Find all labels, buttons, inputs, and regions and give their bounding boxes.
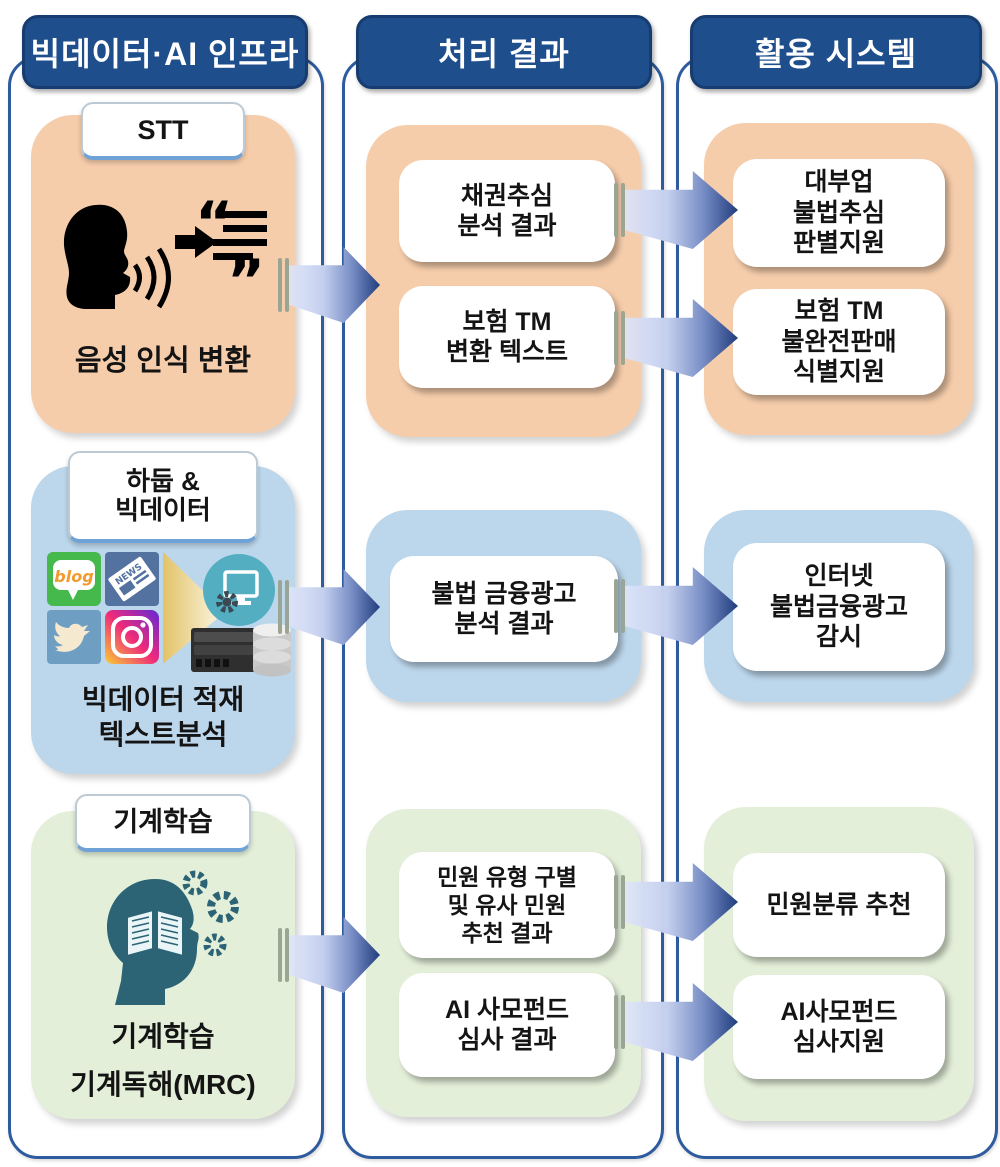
- result-box-insurance-tm: 보험 TM 변환 텍스트: [399, 286, 615, 388]
- section-results-stt: 채권추심 분석 결과 보험 TM 변환 텍스트: [366, 125, 641, 437]
- bigdata-pipeline-icon: blog NEWS: [39, 546, 291, 686]
- arrow-shape: [625, 567, 738, 645]
- arrow-shape: [289, 917, 380, 993]
- blog-tile: blog: [47, 552, 101, 606]
- system-box-internet-ads: 인터넷 불법금융광고 감시: [733, 543, 945, 671]
- arrow-shape: [625, 983, 738, 1061]
- section-systems-ml: 민원분류 추천 AI사모펀드 심사지원: [704, 807, 974, 1121]
- arrow-tail-bars: [614, 874, 618, 930]
- arrow-tail-bars: [614, 182, 618, 238]
- tab-stt-label: STT: [137, 114, 189, 145]
- arrow-shape: [625, 299, 738, 377]
- section-systems-bigdata: 인터넷 불법금융광고 감시: [704, 510, 974, 702]
- ml-caption-2: 기계독해(MRC): [70, 1069, 256, 1100]
- tab-stt: STT: [81, 102, 245, 160]
- arrow-tail-bars: [278, 580, 282, 634]
- svg-text:”: ”: [227, 247, 265, 315]
- section-systems-stt: 대부업 불법추심 판별지원 보험 TM 불완전판매 식별지원: [704, 123, 974, 435]
- ml-caption-1: 기계학습: [111, 1021, 215, 1052]
- news-tile: NEWS: [105, 552, 159, 606]
- system-box-complaint-classify: 민원분류 추천: [733, 853, 945, 957]
- arrow-tail-bars: [614, 578, 618, 634]
- tab-hadoop-bigdata-label: 하둡 & 빅데이터: [115, 465, 211, 525]
- result-box-debt-collection: 채권추심 분석 결과: [399, 160, 615, 262]
- result-box-illegal-ads: 불법 금융광고 분석 결과: [390, 556, 618, 662]
- flow-arrow-results-to-systems-1a: [614, 171, 738, 249]
- result-box-complaint-type: 민원 유형 구별 및 유사 민원 추천 결과: [399, 852, 615, 958]
- column-header-infra: 빅데이터·AI 인프라: [22, 15, 308, 89]
- tab-machine-learning: 기계학습: [75, 794, 251, 852]
- arrow-tail-bars: [278, 258, 282, 312]
- beam-shape: [163, 552, 225, 664]
- arrow-shape: [625, 171, 738, 249]
- column-header-systems-label: 활용 시스템: [754, 36, 918, 72]
- arrow-shape: [625, 863, 738, 941]
- section-infra-bigdata: 하둡 & 빅데이터: [31, 451, 295, 774]
- arrow-shape: [289, 247, 380, 323]
- flow-arrow-results-to-systems-2: [614, 567, 738, 645]
- instagram-tile: [105, 610, 159, 664]
- arrow-tail-bars: [614, 994, 618, 1050]
- section-results-bigdata: 불법 금융광고 분석 결과: [366, 510, 641, 702]
- flow-arrow-results-to-systems-3b: [614, 983, 738, 1061]
- result-box-ai-fund: AI 사모펀드 심사 결과: [399, 973, 615, 1077]
- column-header-infra-label: 빅데이터·AI 인프라: [30, 36, 300, 72]
- machine-learning-icon: [83, 857, 247, 1015]
- system-box-insurance-missale: 보험 TM 불완전판매 식별지원: [733, 289, 945, 395]
- system-box-ai-fund-review: AI사모펀드 심사지원: [733, 975, 945, 1079]
- panel-infra: STT “ ” 음성 인식 변환 하둡 &: [8, 56, 324, 1159]
- flow-arrow-infra-to-results-1: [278, 247, 380, 323]
- section-infra-ml: 기계학습: [31, 794, 295, 1119]
- flow-arrow-infra-to-results-3: [278, 917, 380, 993]
- server-icon: [191, 628, 257, 672]
- flow-arrow-infra-to-results-2: [278, 569, 380, 645]
- twitter-tile: [47, 610, 101, 664]
- processing-circle: [203, 554, 275, 626]
- bigdata-caption: 빅데이터 적재 텍스트분석: [81, 684, 245, 750]
- speech-to-text-icon: “ ”: [57, 189, 269, 335]
- panel-results: 채권추심 분석 결과 보험 TM 변환 텍스트 불법 금융광고 분석 결과 민원…: [342, 56, 664, 1159]
- arrow-tail-bars: [278, 928, 282, 982]
- system-box-loan-collection: 대부업 불법추심 판별지원: [733, 159, 945, 267]
- section-infra-stt: STT “ ” 음성 인식 변환: [31, 102, 295, 433]
- flow-arrow-results-to-systems-3a: [614, 863, 738, 941]
- column-header-results-label: 처리 결과: [438, 36, 570, 72]
- flow-arrow-results-to-systems-1b: [614, 299, 738, 377]
- database-icon: [253, 623, 291, 677]
- column-header-results: 처리 결과: [356, 15, 652, 89]
- arrow-tail-bars: [614, 310, 618, 366]
- column-header-systems: 활용 시스템: [690, 15, 982, 89]
- blog-tile-label: blog: [54, 567, 93, 586]
- stt-caption: 음성 인식 변환: [74, 345, 252, 377]
- tab-machine-learning-label: 기계학습: [113, 806, 213, 837]
- section-results-ml: 민원 유형 구별 및 유사 민원 추천 결과 AI 사모펀드 심사 결과: [366, 809, 641, 1117]
- tab-hadoop-bigdata: 하둡 & 빅데이터: [68, 451, 258, 543]
- arrow-shape: [289, 569, 380, 645]
